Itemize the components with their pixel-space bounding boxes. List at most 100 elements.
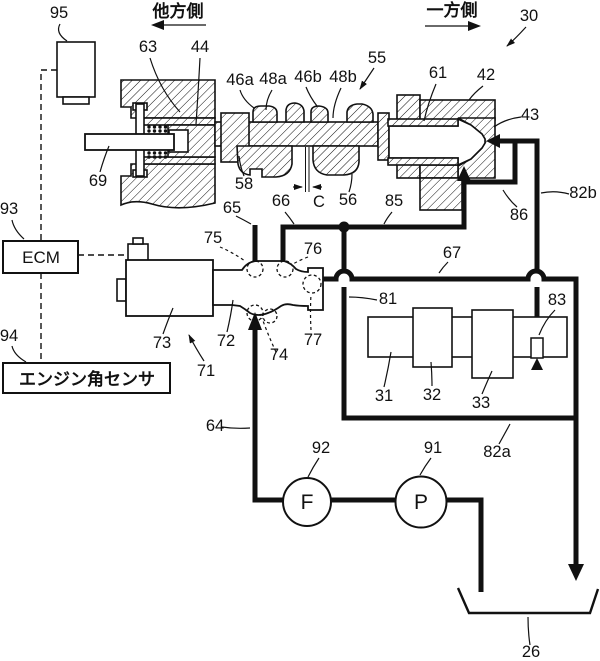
- cam-48b: [346, 103, 374, 123]
- arrow-55: [359, 67, 375, 90]
- journal-32: [412, 307, 453, 368]
- label-58: 58: [235, 175, 253, 193]
- pump-91: P: [394, 475, 448, 529]
- arrow-30: [506, 26, 527, 47]
- label-30: 30: [520, 7, 538, 25]
- cam-46a: [252, 105, 278, 123]
- label-C: C: [313, 193, 325, 211]
- line-67-drain: [323, 268, 579, 564]
- passage-83: [530, 337, 544, 359]
- label-71: 71: [197, 362, 215, 380]
- clearance-dimension: [293, 147, 322, 192]
- label-48b: 48b: [329, 68, 357, 86]
- label-95: 95: [50, 4, 68, 22]
- label-67: 67: [443, 244, 461, 262]
- valve-end-cap: [116, 278, 127, 302]
- port-76: [276, 260, 294, 278]
- arrow-71: [188, 334, 205, 362]
- cam-lobe-lower-right: [312, 145, 360, 176]
- direction-arrow-one-side: [425, 21, 481, 31]
- arrow-43: [486, 134, 500, 148]
- port-75: [246, 260, 264, 278]
- journal-33: [471, 309, 514, 379]
- label-32: 32: [423, 386, 441, 404]
- housing-foot: [419, 177, 463, 211]
- label-one-side: 一方側: [427, 0, 478, 20]
- label-61: 61: [429, 64, 447, 82]
- label-92: 92: [312, 439, 330, 457]
- valve-body-72: [212, 260, 324, 316]
- filter-92: F: [282, 477, 332, 527]
- label-65: 65: [223, 199, 241, 217]
- label-63: 63: [139, 38, 157, 56]
- journal-31: [367, 316, 568, 358]
- label-42: 42: [477, 66, 495, 84]
- label-91: 91: [424, 439, 442, 457]
- line-66-85: [280, 180, 467, 262]
- line-81-82a: [341, 287, 576, 421]
- cam-46b: [310, 105, 329, 123]
- port-74b: [262, 308, 278, 324]
- control-signal-lines: [40, 69, 128, 363]
- label-75: 75: [204, 229, 222, 247]
- left-cylinder-block: [84, 79, 216, 209]
- solenoid-73: [125, 259, 214, 317]
- direction-arrow-other-side: [151, 20, 206, 30]
- camshaft-assembly: [214, 102, 390, 192]
- label-93: 93: [0, 200, 18, 218]
- label-73: 73: [153, 334, 171, 352]
- engine-angle-sensor-box: エンジン角センサ: [2, 362, 171, 394]
- label-56: 56: [339, 191, 357, 209]
- push-rod-69: [84, 133, 175, 151]
- cam-sensor-95: [56, 41, 96, 105]
- label-69: 69: [89, 172, 107, 190]
- label-46a: 46a: [226, 71, 254, 89]
- label-74: 74: [270, 346, 288, 364]
- label-43: 43: [521, 106, 539, 124]
- arrow-drain-tank: [568, 564, 584, 581]
- line-82b-upper: [499, 138, 540, 271]
- label-31: 31: [375, 387, 393, 405]
- oil-pan-26: [456, 587, 600, 615]
- filter-label: F: [301, 491, 314, 514]
- spring-dots: [147, 125, 168, 159]
- arrow-83: [531, 358, 543, 370]
- sleeve-61-top: [387, 118, 459, 127]
- angle-sensor-label: エンジン角センサ: [19, 369, 155, 389]
- label-44: 44: [191, 38, 209, 56]
- label-82b: 82b: [569, 184, 597, 202]
- label-46b: 46b: [294, 68, 322, 86]
- journal-bar-assembly: [367, 307, 568, 379]
- oil-control-valve-71: [116, 237, 324, 317]
- label-48a: 48a: [259, 70, 287, 88]
- sleeve-61-bottom: [387, 157, 459, 166]
- cam-48a: [285, 102, 305, 123]
- arrow-86: [457, 166, 471, 181]
- hydraulic-lines: [248, 134, 584, 592]
- label-94: 94: [0, 327, 18, 345]
- label-64: 64: [206, 417, 224, 435]
- leader-lines: [11, 23, 570, 646]
- label-86: 86: [510, 206, 528, 224]
- label-76: 76: [304, 240, 322, 258]
- ecm-box: ECM: [2, 240, 79, 274]
- label-33: 33: [472, 394, 490, 412]
- valve-ports: [246, 260, 322, 324]
- label-55: 55: [368, 49, 386, 67]
- ecm-label: ECM: [22, 248, 60, 267]
- label-other-side: 他方側: [152, 1, 204, 21]
- label-77: 77: [304, 331, 322, 349]
- label-85: 85: [385, 192, 403, 210]
- cam-lobe-lower-left: [236, 145, 293, 178]
- label-82a: 82a: [483, 443, 511, 461]
- housing-42: [387, 94, 496, 211]
- label-83: 83: [548, 291, 566, 309]
- label-26: 26: [522, 643, 540, 661]
- label-72: 72: [217, 332, 235, 350]
- line-branch-86-43: [464, 142, 518, 185]
- label-81: 81: [379, 290, 397, 308]
- pump-label: P: [414, 491, 428, 514]
